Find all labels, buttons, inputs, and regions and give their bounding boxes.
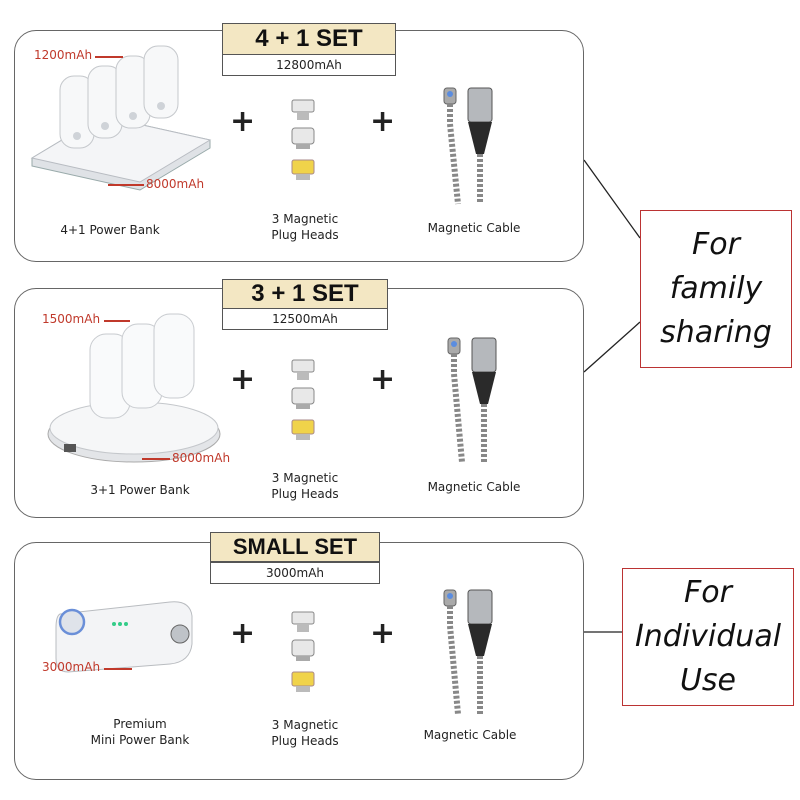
set-capacity: 3000mAh bbox=[210, 562, 380, 584]
set-title: 4 + 1 SET bbox=[222, 23, 396, 55]
base-pointer bbox=[142, 458, 170, 460]
mini-power-bank-image bbox=[55, 601, 193, 673]
caption-line: Plug Heads bbox=[271, 228, 339, 242]
mini-capacity-label: 3000mAh bbox=[42, 660, 101, 674]
small-unit-capacity-label: 1200mAh bbox=[34, 48, 93, 62]
base-capacity-label: 8000mAh bbox=[172, 451, 231, 465]
base-capacity-label: 8000mAh bbox=[146, 177, 205, 191]
plus-sign: + bbox=[370, 104, 396, 139]
power-bank-caption: 3+1 Power Bank bbox=[90, 483, 190, 497]
plug-heads-caption: 3 Magnetic Plug Heads bbox=[250, 211, 360, 243]
power-bank-caption: Premium Mini Power Bank bbox=[70, 716, 210, 748]
magnetic-cable-caption: Magnetic Cable bbox=[423, 728, 517, 742]
magnetic-cable-caption: Magnetic Cable bbox=[427, 221, 521, 235]
set-capacity: 12800mAh bbox=[222, 54, 396, 76]
power-bank-caption: 4+1 Power Bank bbox=[60, 223, 160, 237]
power-bank-4plus1-image bbox=[30, 45, 212, 191]
callout-line: sharing bbox=[660, 315, 772, 350]
small-unit-pointer bbox=[95, 56, 123, 58]
mini-pointer bbox=[104, 668, 132, 670]
individual-use-callout: For Individual Use bbox=[622, 568, 794, 706]
family-sharing-callout: For family sharing bbox=[640, 210, 792, 368]
set-capacity: 12500mAh bbox=[222, 308, 388, 330]
plug-heads-image bbox=[291, 359, 315, 440]
caption-line: Plug Heads bbox=[271, 734, 339, 748]
caption-line: 3 Magnetic bbox=[271, 718, 339, 732]
caption-line: 3 Magnetic bbox=[271, 471, 339, 485]
set-title: 3 + 1 SET bbox=[222, 279, 388, 309]
magnetic-cable-image bbox=[443, 87, 493, 205]
small-unit-capacity-label: 1500mAh bbox=[42, 312, 101, 326]
callout-line: family bbox=[669, 271, 763, 306]
set-title: SMALL SET bbox=[210, 532, 380, 562]
magnetic-cable-image bbox=[447, 337, 497, 463]
caption-line: Mini Power Bank bbox=[90, 733, 190, 747]
plus-sign: + bbox=[370, 616, 396, 651]
plus-sign: + bbox=[370, 362, 396, 397]
plug-heads-image bbox=[291, 99, 315, 180]
callout-line: For bbox=[692, 227, 740, 262]
magnetic-cable-image bbox=[443, 589, 493, 715]
caption-line: Plug Heads bbox=[271, 487, 339, 501]
plus-sign: + bbox=[230, 362, 256, 397]
plug-heads-caption: 3 Magnetic Plug Heads bbox=[250, 717, 360, 749]
magnetic-cable-caption: Magnetic Cable bbox=[427, 480, 521, 494]
callout-line: Use bbox=[679, 663, 737, 698]
plus-sign: + bbox=[230, 104, 256, 139]
power-bank-3plus1-image bbox=[47, 313, 221, 463]
callout-line: Individual bbox=[634, 619, 782, 654]
small-unit-pointer bbox=[104, 320, 130, 322]
plug-heads-image bbox=[291, 611, 315, 692]
callout-line: For bbox=[684, 575, 732, 610]
base-pointer bbox=[108, 184, 144, 186]
caption-line: 3 Magnetic bbox=[271, 212, 339, 226]
caption-line: Premium bbox=[113, 717, 167, 731]
plus-sign: + bbox=[230, 616, 256, 651]
plug-heads-caption: 3 Magnetic Plug Heads bbox=[250, 470, 360, 502]
